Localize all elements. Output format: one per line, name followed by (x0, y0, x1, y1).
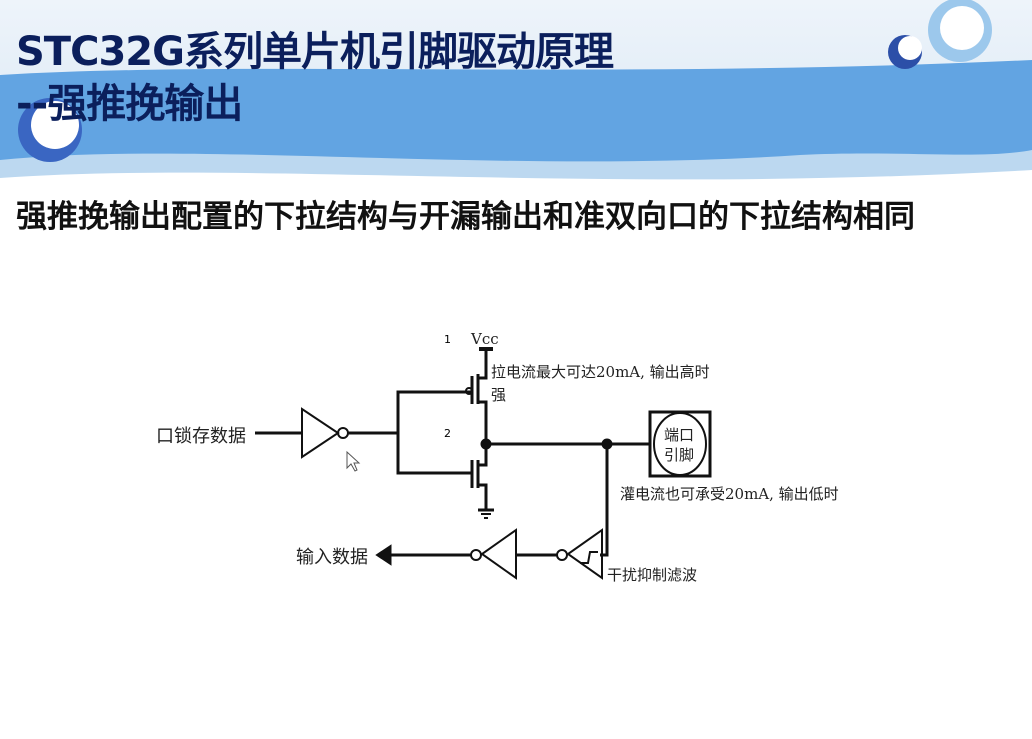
header-banner (0, 0, 1032, 190)
slide-subtitle: 强推挽输出配置的下拉结构与开漏输出和准双向口的下拉结构相同 (16, 199, 915, 235)
pin-label-1: 端口 (664, 426, 695, 444)
marker-1: 1 (444, 333, 451, 346)
input-data-label: 输入数据 (296, 547, 368, 568)
pmos-drain (478, 349, 488, 380)
output-inverter (301, 407, 340, 459)
marker-2: 2 (444, 427, 451, 440)
gate-wire (396, 390, 472, 475)
title-line-1: STC32G系列单片机引脚驱动原理 (16, 29, 614, 75)
title-line-2: --强推挽输出 (16, 81, 243, 127)
nmos-source (478, 483, 488, 510)
pin-label-2: 引脚 (664, 446, 695, 464)
pull-current-label-2: 强 (491, 386, 507, 404)
schmitt-trigger (566, 528, 603, 580)
slide-title: STC32G系列单片机引脚驱动原理 --强推挽输出 (16, 26, 614, 130)
arrow-left-icon (375, 544, 392, 566)
pmos-gate-bubble (465, 387, 473, 395)
latch-data-label: 口锁存数据 (156, 426, 246, 447)
mouse-cursor-icon (346, 450, 361, 472)
sink-current-label: 灌电流也可承受20mA, 输出低时 (620, 485, 839, 503)
vcc-label: Vcc (471, 330, 499, 348)
pull-current-label: 拉电流最大可达20mA, 输出高时 (491, 363, 710, 381)
filter-label: 干扰抑制滤波 (607, 566, 698, 584)
input-inverter (480, 528, 517, 580)
